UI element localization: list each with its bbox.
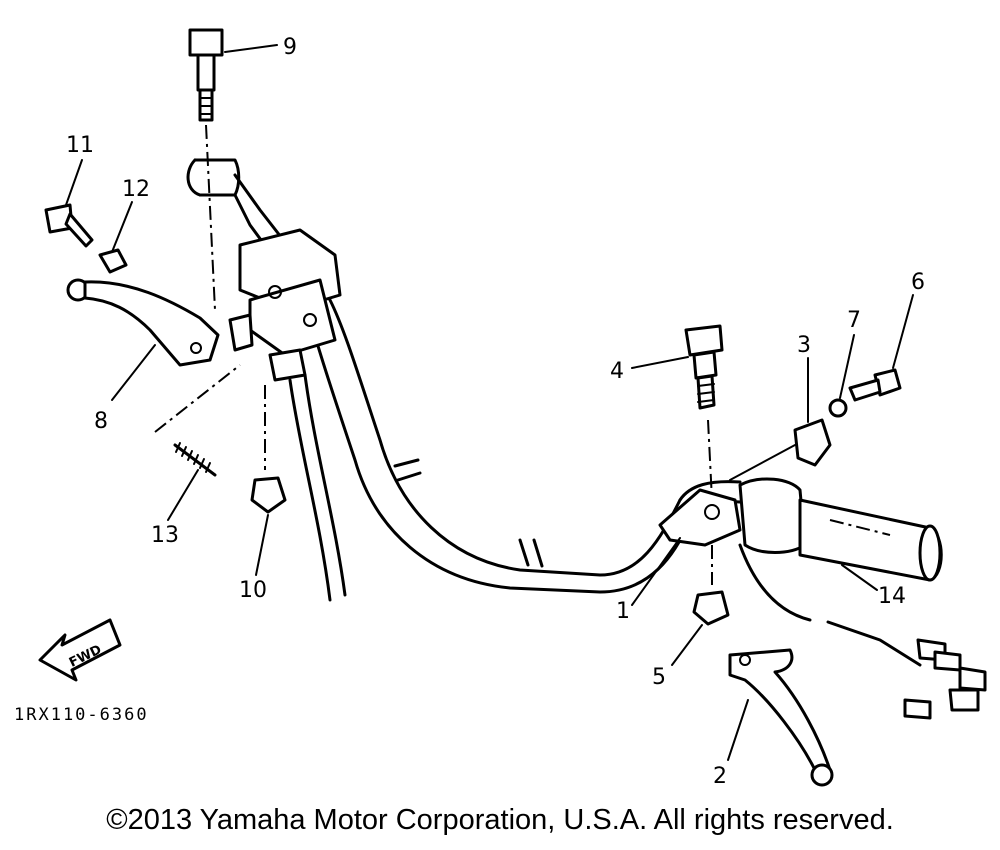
copyright-notice: ©2013 Yamaha Motor Corporation, U.S.A. A…	[106, 804, 894, 836]
callout-9: 9	[283, 35, 297, 60]
callout-1: 1	[616, 599, 630, 624]
nut-10	[250, 385, 287, 514]
callout-10: 10	[239, 578, 267, 603]
washer-7	[828, 398, 848, 418]
clutch-lever-2	[728, 648, 834, 787]
callout-4: 4	[610, 359, 624, 384]
front-brake-lever	[66, 278, 220, 367]
callout-13: 13	[151, 523, 179, 548]
callout-8: 8	[94, 409, 108, 434]
bolt-4	[684, 324, 724, 501]
callout-14: 14	[878, 584, 906, 609]
callout-5: 5	[652, 665, 666, 690]
nut-12	[98, 248, 128, 274]
callout-11: 11	[66, 133, 94, 158]
master-cylinder	[228, 228, 347, 602]
callout-6: 6	[911, 270, 925, 295]
fwd-arrow: FWD	[38, 618, 122, 682]
diagram-code: 1RX110-6360	[14, 705, 149, 725]
callout-12: 12	[122, 177, 150, 202]
screw-6	[848, 368, 902, 402]
lever-holder-1	[658, 488, 742, 547]
callout-3: 3	[797, 333, 811, 358]
switch-wiring	[738, 543, 987, 720]
callout-7: 7	[847, 308, 861, 333]
nut-5	[692, 545, 730, 626]
leader-lines	[65, 44, 914, 761]
callouts: 9 11 12 8 13 10 4 3 7 6 1 5 14 2	[66, 35, 925, 789]
spring-13	[154, 364, 241, 477]
callout-2: 2	[713, 764, 727, 789]
throttle-grip-14	[738, 477, 943, 582]
bolt-11	[44, 203, 94, 248]
handlebar	[186, 158, 742, 594]
bolt-9	[188, 28, 224, 311]
clamp-3	[729, 418, 832, 481]
